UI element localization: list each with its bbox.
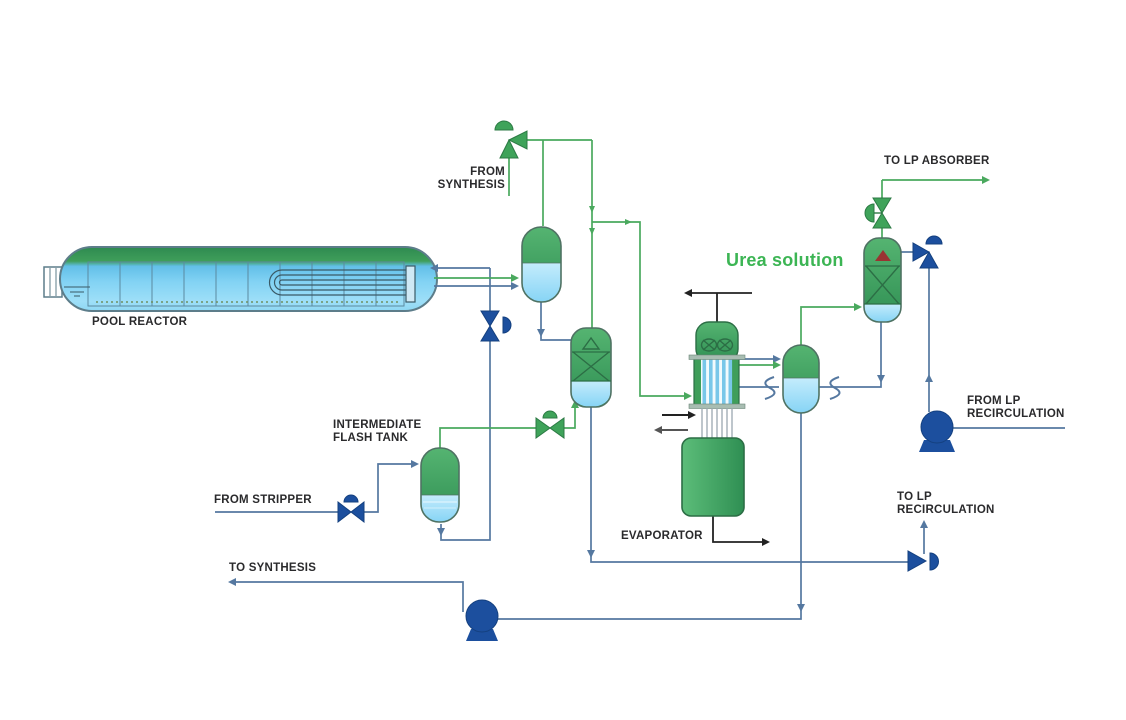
pool-reactor-text: POOL REACTOR <box>92 316 188 328</box>
from-synthesis-label: FROM SYNTHESIS <box>420 166 505 191</box>
evaporator-label: EVAPORATOR <box>621 530 703 543</box>
distributor-symbol <box>581 336 601 350</box>
packing-x-symbol <box>572 351 610 382</box>
rectifier-column <box>570 327 612 408</box>
valve-actuator-icon <box>542 410 558 419</box>
urea-solution-text: Urea solution <box>726 250 844 270</box>
urea-solution-label: Urea solution <box>726 251 844 269</box>
valve-actuator-icon <box>864 203 875 223</box>
tube-stubs <box>701 408 733 440</box>
demister-symbol <box>700 338 734 352</box>
reactor-letdown-valve <box>480 310 512 342</box>
lp-scrubber-vessel <box>863 237 902 323</box>
reactor-baffles <box>119 262 377 306</box>
tlr-line1: TO LP <box>897 491 932 503</box>
to-synthesis-label: TO SYNTHESIS <box>229 562 316 575</box>
from-lp-recirculation-label: FROM LP RECIRCULATION <box>967 395 1065 420</box>
from-synthesis-line1: FROM <box>470 166 505 178</box>
reactor-tube-bundle <box>268 265 416 303</box>
to-lp-absorber-valve <box>864 197 892 229</box>
ift-line1: INTERMEDIATE <box>333 419 422 431</box>
green-arrows <box>511 176 990 408</box>
tlr-line2: RECIRCULATION <box>897 503 995 516</box>
intermediate-flash-tank-label: INTERMEDIATE FLASH TANK <box>333 419 421 444</box>
pool-reactor-vessel <box>43 246 438 312</box>
pump-from-lp-recirculation <box>919 410 955 452</box>
from-stripper-label: FROM STRIPPER <box>214 494 312 507</box>
packing-x-symbol <box>865 265 900 305</box>
to-synthesis-text: TO SYNTHESIS <box>229 562 317 574</box>
flr-line2: RECIRCULATION <box>967 407 1065 420</box>
evaporator-text: EVAPORATOR <box>621 530 703 542</box>
valve-actuator-icon <box>494 120 514 131</box>
condenser-vessel <box>521 226 562 303</box>
reactor-liquid-level <box>64 286 90 297</box>
valve-actuator-icon <box>925 235 943 245</box>
to-lp-absorber-text: TO LP ABSORBER <box>884 155 990 167</box>
wavy-line-icon <box>764 376 776 400</box>
from-synthesis-control-valve <box>494 120 528 159</box>
evaporator-pot <box>681 437 745 517</box>
steel-piping <box>215 251 1065 620</box>
valve-actuator-icon <box>502 316 512 334</box>
intermediate-flash-tank-vessel <box>420 447 460 523</box>
valve-actuator-icon <box>343 494 359 503</box>
flr-line1: FROM LP <box>967 395 1021 407</box>
red-distributor-symbol <box>875 250 891 261</box>
flash-tank-vapor-valve <box>535 410 565 439</box>
valve-actuator-icon <box>929 552 939 571</box>
utility-lines <box>654 289 770 546</box>
from-synthesis-line2: SYNTHESIS <box>437 178 505 191</box>
from-stripper-text: FROM STRIPPER <box>214 494 312 506</box>
pump-to-synthesis <box>465 599 499 641</box>
to-lp-absorber-label: TO LP ABSORBER <box>884 155 990 168</box>
flash-separator-vessel <box>782 344 820 414</box>
evaporator-column <box>681 321 746 517</box>
to-lp-recirculation-label: TO LP RECIRCULATION <box>897 491 995 516</box>
lp-recirculation-feed-valve <box>912 235 943 269</box>
ift-line2: FLASH TANK <box>333 431 409 444</box>
from-stripper-valve <box>337 494 365 524</box>
pool-reactor-label: POOL REACTOR <box>92 316 187 329</box>
to-lp-recirculation-valve <box>907 550 939 572</box>
evaporator-tubes <box>702 358 733 406</box>
wavy-line-icon <box>829 376 841 400</box>
